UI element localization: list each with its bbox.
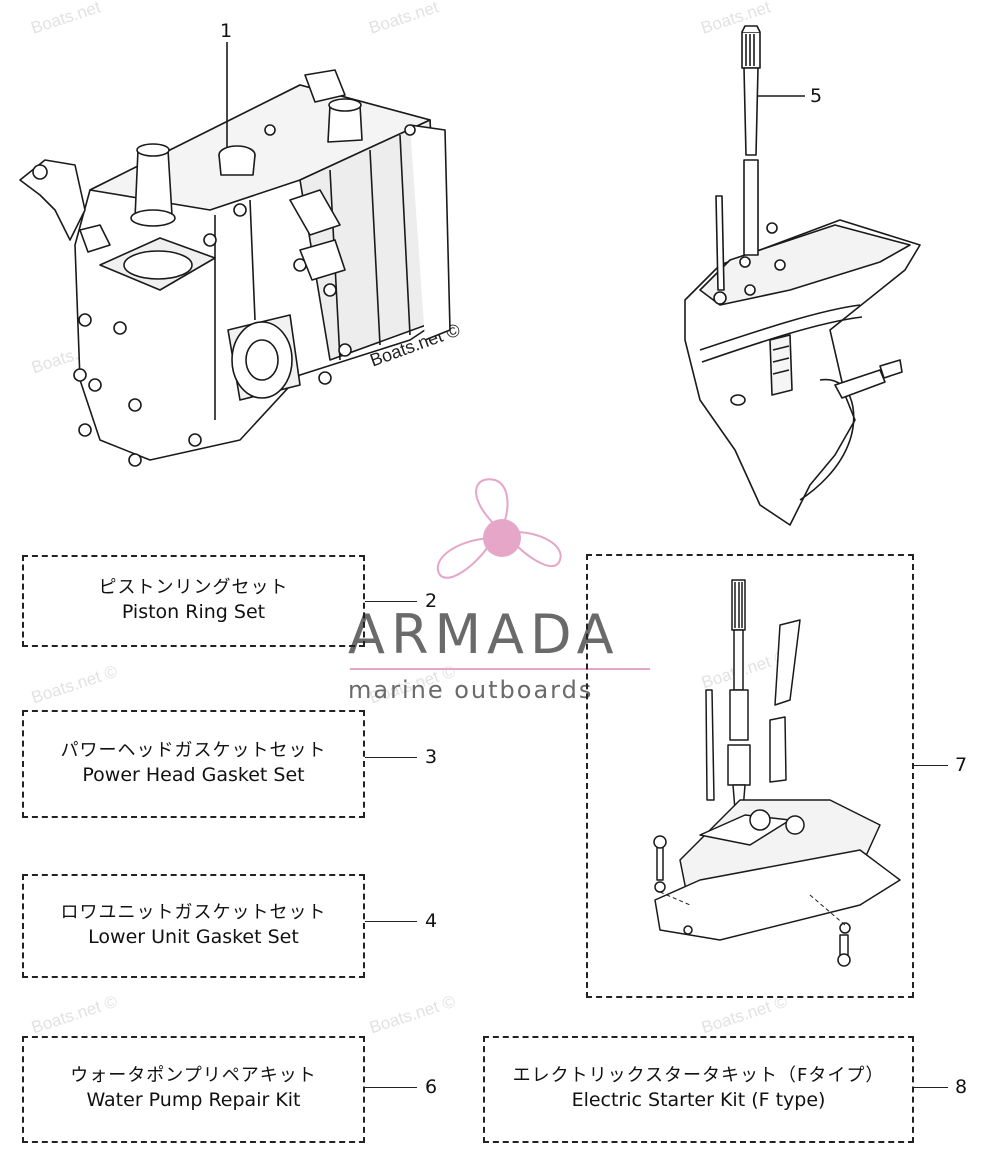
power-head-illustration — [0, 0, 480, 470]
kit-electric-starter-kit: エレクトリックスタータキット（Fタイプ） Electric Starter Ki… — [483, 1036, 914, 1143]
kit-label-jp: ウォータポンプリペアキット — [70, 1065, 317, 1087]
leader-4 — [365, 921, 417, 922]
logo-brand: ARMADA — [348, 603, 620, 666]
kit-group-7 — [586, 554, 914, 998]
kit-label-jp: ピストンリングセット — [98, 576, 289, 598]
leader-3 — [365, 757, 417, 758]
logo-tagline: marine outboards — [348, 676, 594, 704]
kit-label-en: Piston Ring Set — [121, 600, 266, 623]
kit-piston-ring-set: ピストンリングセット Piston Ring Set — [22, 555, 365, 647]
leader-8 — [914, 1087, 948, 1088]
callout-2: 2 — [425, 590, 438, 612]
kit-label-en: Lower Unit Gasket Set — [88, 925, 299, 948]
kit-label-jp: ロワユニットガスケットセット — [60, 901, 327, 923]
logo-divider — [350, 668, 650, 670]
kit-label-en: Water Pump Repair Kit — [86, 1089, 301, 1112]
kit-lower-unit-gasket-set: ロワユニットガスケットセット Lower Unit Gasket Set — [22, 874, 365, 978]
leader-2 — [365, 601, 417, 602]
kit-label-en: Power Head Gasket Set — [82, 763, 305, 786]
drive-shaft-illustration — [0, 0, 1000, 540]
kit-water-pump-repair-kit: ウォータポンプリペアキット Water Pump Repair Kit — [22, 1036, 365, 1143]
callout-1: 1 — [220, 20, 233, 42]
kit-label-en: Electric Starter Kit (F type) — [571, 1089, 826, 1112]
water-tube-and-shaft-illustration — [0, 0, 1000, 1000]
callout-8: 8 — [955, 1076, 968, 1098]
callout-3: 3 — [425, 746, 438, 768]
callout-4: 4 — [425, 910, 438, 932]
callout-7: 7 — [955, 754, 968, 776]
leader-7 — [914, 765, 948, 766]
leader-6 — [365, 1087, 417, 1088]
lower-unit-illustration — [0, 0, 1000, 540]
kit-power-head-gasket-set: パワーヘッドガスケットセット Power Head Gasket Set — [22, 710, 365, 818]
kit-label-jp: エレクトリックスタータキット（Fタイプ） — [512, 1065, 885, 1087]
propeller-icon — [425, 470, 575, 600]
kit-label-jp: パワーヘッドガスケットセット — [60, 739, 327, 761]
callout-5: 5 — [810, 85, 823, 107]
callout-6: 6 — [425, 1076, 438, 1098]
